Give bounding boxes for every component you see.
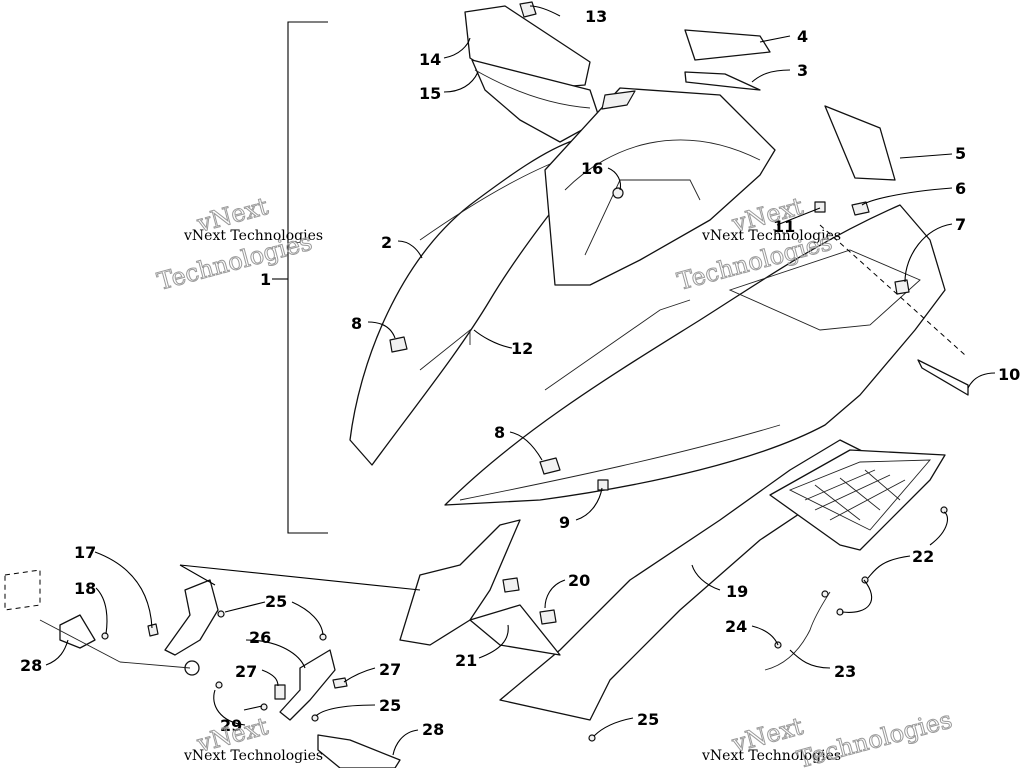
callout-19: 19	[726, 582, 748, 601]
callout-3: 3	[797, 61, 808, 80]
callout-27b: 27	[379, 660, 401, 679]
callout-17: 17	[74, 543, 96, 562]
assembly-bracket	[272, 21, 328, 534]
fastener-part-16[interactable]	[612, 187, 624, 199]
mount-bracket-group[interactable]	[4, 569, 401, 768]
callout-13: 13	[585, 7, 607, 26]
leader-lines	[45, 5, 996, 756]
callout-4: 4	[797, 27, 808, 46]
callout-16: 16	[581, 159, 603, 178]
callout-22: 22	[912, 547, 934, 566]
callout-9: 9	[559, 513, 570, 532]
callout-23: 23	[834, 662, 856, 681]
mesh-grille-icon	[788, 459, 932, 531]
screw-icon	[101, 506, 948, 742]
callout-18: 18	[74, 579, 96, 598]
console-assembly[interactable]	[464, 1, 601, 143]
svg-text:vNext Technologies: vNext Technologies	[183, 748, 323, 764]
callout-25c: 25	[637, 710, 659, 729]
callout-8a: 8	[351, 314, 362, 333]
callout-7: 7	[955, 215, 966, 234]
clip-part-13[interactable]	[519, 1, 537, 18]
rivet-part-20a[interactable]	[502, 577, 520, 593]
watermark-top-left: vNext Technologies vNext Technologies	[154, 192, 323, 297]
windshield-part-4[interactable]	[684, 29, 771, 61]
callout-12: 12	[511, 339, 533, 358]
callout-14: 14	[419, 50, 441, 69]
callout-26: 26	[249, 628, 271, 647]
callout-10: 10	[998, 365, 1020, 384]
cable-part-23[interactable]	[764, 591, 831, 671]
watermark-bottom-right: vNext Technologies vNext Technologies	[701, 705, 955, 768]
belly-pan-part-19[interactable]	[499, 439, 946, 721]
callout-25a: 25	[265, 592, 287, 611]
callout-15: 15	[419, 84, 441, 103]
svg-text:vNext Technologies: vNext Technologies	[701, 228, 841, 244]
deflector-part-3[interactable]	[684, 71, 761, 91]
hood-upper[interactable]	[544, 87, 776, 286]
rivet-part-9[interactable]	[597, 479, 609, 491]
rivet-part-8[interactable]	[389, 336, 408, 353]
callout-1: 1	[260, 270, 271, 289]
rivet-part-6[interactable]	[851, 201, 870, 216]
callout-28a: 28	[20, 656, 42, 675]
callout-27a: 27	[235, 662, 257, 681]
rivet-part-20b[interactable]	[539, 609, 557, 625]
windshield-part-5[interactable]	[824, 105, 896, 181]
rivet-part-8b[interactable]	[539, 457, 561, 475]
callout-2: 2	[381, 233, 392, 252]
callout-5: 5	[955, 144, 966, 163]
strip-part-10[interactable]	[917, 359, 969, 396]
svg-text:Technologies: Technologies	[794, 706, 955, 768]
callout-20: 20	[568, 571, 590, 590]
screw-part-11[interactable]	[814, 201, 826, 213]
callout-labels: 1 2 3 4 5 6 7 8 8 9 10 11 12 13 14 15 16…	[20, 7, 1020, 739]
svg-text:vNext Technologies: vNext Technologies	[701, 748, 841, 764]
svg-text:vNext Technologies: vNext Technologies	[183, 228, 323, 244]
callout-28b: 28	[422, 720, 444, 739]
callout-29: 29	[220, 716, 242, 735]
rivet-part-7[interactable]	[894, 279, 910, 295]
watermark-bottom-left: vNext Technologies vNext	[183, 712, 323, 764]
callout-24: 24	[725, 617, 747, 636]
callout-11: 11	[773, 217, 795, 236]
callout-6: 6	[955, 179, 966, 198]
callout-21: 21	[455, 651, 477, 670]
hood-main[interactable]	[444, 201, 946, 506]
front-nose-lower[interactable]	[399, 479, 609, 656]
callout-25b: 25	[379, 696, 401, 715]
callout-8b: 8	[494, 423, 505, 442]
